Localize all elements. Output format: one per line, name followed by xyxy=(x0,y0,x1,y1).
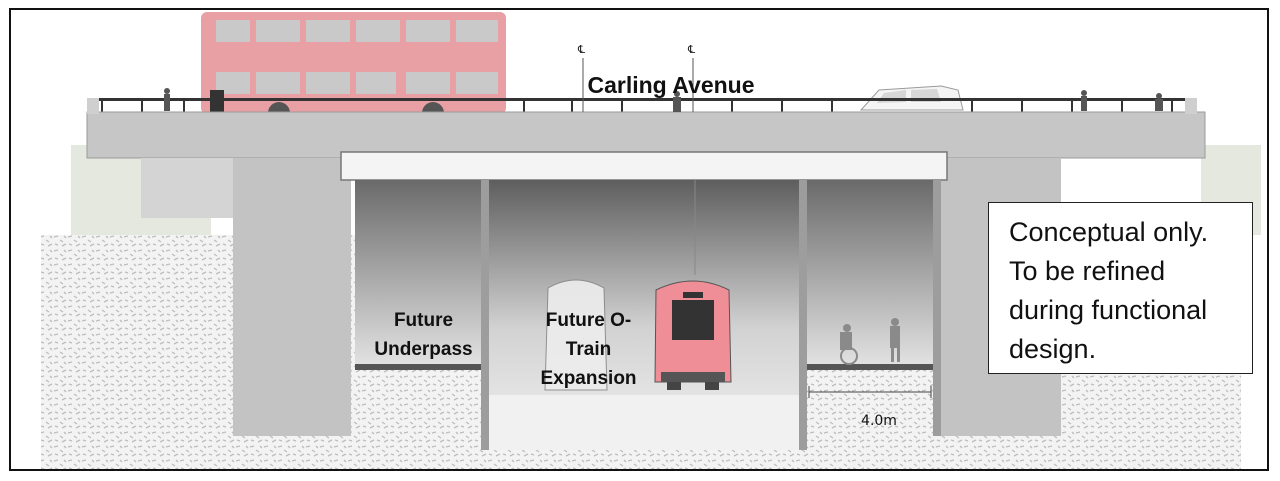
deck-pedestrians xyxy=(164,88,1163,112)
bridge-girder xyxy=(340,151,948,181)
otrain-label-line3: Expansion xyxy=(540,368,637,389)
dimension-label: 4.0m xyxy=(861,413,897,429)
bus xyxy=(201,12,506,124)
rail-corridor-floor xyxy=(489,395,799,450)
diagram-frame: Carling Avenue ℄ ℄ Future Underpass Futu… xyxy=(9,8,1269,471)
pier-far-right xyxy=(933,180,941,436)
future-train-outline xyxy=(544,279,608,391)
railing-rail xyxy=(99,98,1195,101)
road-label: Carling Avenue xyxy=(587,72,755,98)
otrain-label-line2: Train xyxy=(565,339,612,360)
pathway-floor xyxy=(807,364,933,370)
o-train-vehicle xyxy=(654,280,732,390)
deck-parapet-right xyxy=(1185,98,1197,114)
pathway-users xyxy=(840,318,900,365)
note-box: Conceptual only. To be refined during fu… xyxy=(988,202,1253,374)
abutment-left xyxy=(233,158,351,436)
pier-right xyxy=(799,180,807,450)
deck-parapet-left xyxy=(87,98,99,114)
otrain-label-line1: Future O- xyxy=(545,310,632,331)
underpass-label: Future Underpass xyxy=(361,306,486,364)
underpass-label-line1: Future xyxy=(393,310,454,331)
note-line3: during functional xyxy=(1009,295,1208,325)
otrain-label: Future O- Train Expansion xyxy=(526,306,651,393)
abutment-left-upper xyxy=(141,158,233,218)
underpass-bore xyxy=(355,180,481,370)
railing-posts xyxy=(101,98,1173,112)
note-line1: Conceptual only. xyxy=(1009,217,1209,247)
underpass-floor xyxy=(355,364,481,370)
note-line4: design. xyxy=(1009,334,1097,364)
pathway-bore xyxy=(807,180,933,370)
note-line2: To be refined xyxy=(1009,256,1166,286)
centerline-symbol-left: ℄ xyxy=(578,43,586,56)
bridge-deck xyxy=(86,111,1206,159)
centerline-symbol-right: ℄ xyxy=(688,43,696,56)
pier-left xyxy=(481,180,489,450)
underpass-label-line2: Underpass xyxy=(374,339,473,360)
